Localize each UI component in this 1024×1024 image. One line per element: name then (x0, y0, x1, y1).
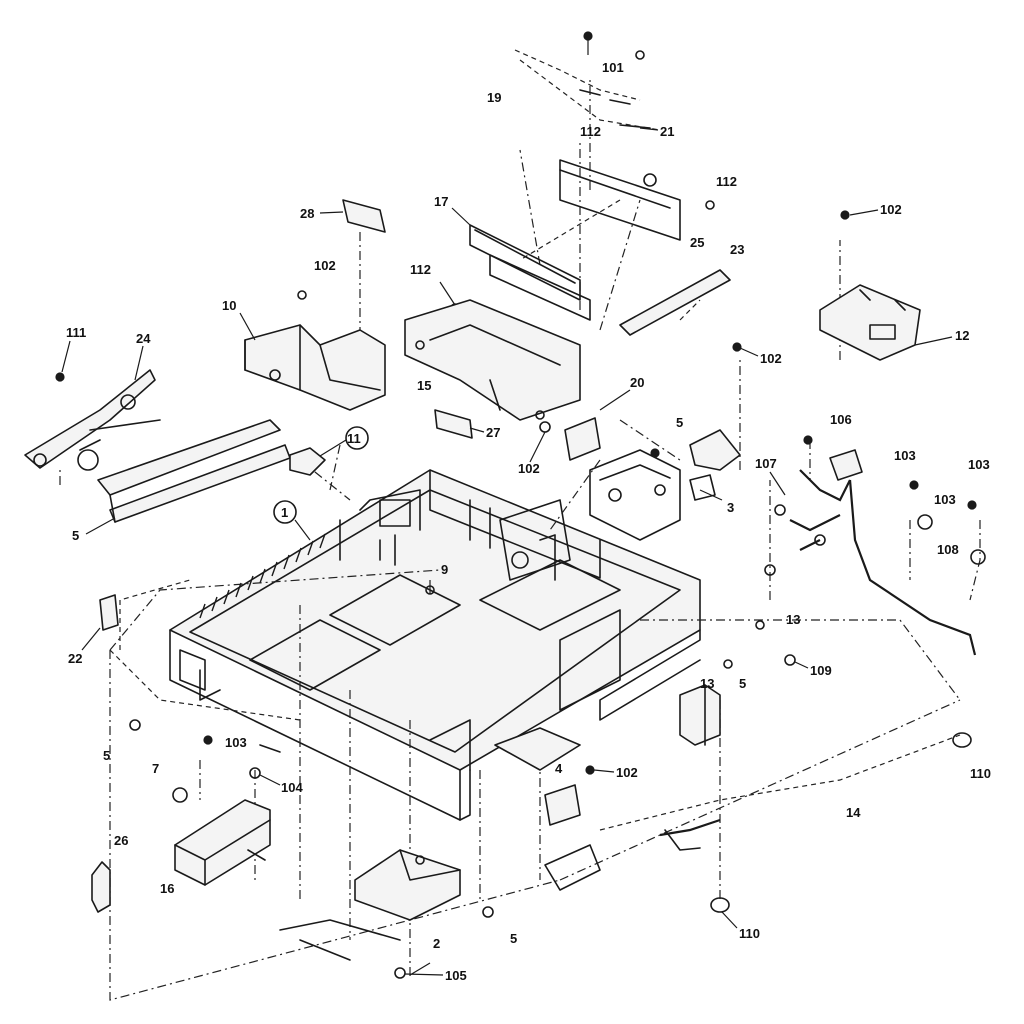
callout-27: 27 (486, 425, 500, 440)
callout-5-left: 5 (72, 528, 79, 543)
callout-103-harness: 103 (894, 448, 916, 463)
callout-28: 28 (300, 206, 314, 221)
rail-5 (97, 419, 291, 523)
callout-22: 22 (68, 651, 82, 666)
callout-105: 105 (445, 968, 467, 983)
callout-23: 23 (730, 242, 744, 257)
callout-1: 1 (281, 505, 288, 520)
callout-20: 20 (630, 375, 644, 390)
callout-9: 9 (441, 562, 448, 577)
callout-16: 16 (160, 881, 174, 896)
callout-26: 26 (114, 833, 128, 848)
callout-3: 3 (727, 500, 734, 515)
callout-5-front: 5 (103, 748, 110, 763)
callout-10: 10 (222, 298, 236, 313)
callout-104: 104 (281, 780, 303, 795)
bracket-4 (494, 727, 601, 891)
cable-14 (599, 732, 972, 913)
base-frame (169, 469, 701, 821)
pad-28 (342, 199, 386, 233)
upper-bracket-assembly (450, 31, 715, 321)
callout-109: 109 (810, 663, 832, 678)
callout-110-right: 110 (970, 766, 991, 781)
callout-13: 13 (786, 612, 800, 627)
callout-24: 24 (136, 331, 151, 346)
box-113 (679, 659, 733, 746)
callout-102-lower: 102 (616, 765, 638, 780)
callout-112-right: 112 (716, 174, 737, 189)
cover-16 (174, 799, 271, 886)
callout-113: 13 (700, 676, 714, 691)
wiring-harness (764, 435, 986, 656)
callout-12: 12 (955, 328, 969, 343)
callout-17: 17 (434, 194, 448, 209)
callout-112-top: 112 (580, 124, 601, 139)
callout-7: 7 (152, 761, 159, 776)
lever-24 (24, 369, 161, 471)
callout-112-left: 112 (410, 262, 431, 277)
callout-102-center: 102 (518, 461, 540, 476)
callout-labels: 1 2 3 4 5 5 5 5 5 7 9 10 11 12 13 13 14 … (61, 60, 991, 983)
callout-5-bottom: 5 (510, 931, 517, 946)
callout-103-far-right: 103 (968, 457, 990, 472)
callout-102-cover: 102 (314, 258, 336, 273)
callout-15: 15 (417, 378, 431, 393)
callout-5-upper: 5 (676, 415, 683, 430)
callout-19: 19 (487, 90, 501, 105)
pad-27 (434, 409, 473, 439)
callout-106: 106 (830, 412, 852, 427)
callout-102-upper-right: 102 (880, 202, 902, 217)
callout-101: 101 (602, 60, 624, 75)
cover-10 (244, 324, 386, 411)
callout-103-mid-right: 103 (934, 492, 956, 507)
plate-12 (819, 284, 921, 361)
callout-111: 111 (66, 325, 86, 340)
callout-103-front: 103 (225, 735, 247, 750)
callout-5-right: 5 (739, 676, 746, 691)
bracket-2 (279, 849, 461, 979)
clip-11 (289, 447, 326, 476)
small-parts (91, 210, 850, 918)
callout-21: 21 (660, 124, 674, 139)
callout-11: 11 (347, 431, 361, 446)
callout-108: 108 (937, 542, 959, 557)
callout-110-bottom: 110 (739, 926, 760, 941)
callout-14: 14 (846, 805, 861, 820)
bracket-15 (404, 299, 581, 421)
callout-2: 2 (433, 936, 440, 951)
callout-4: 4 (555, 761, 563, 776)
strip-23 (619, 269, 731, 336)
callout-107: 107 (755, 456, 777, 471)
mechanism-3 (539, 417, 741, 541)
callout-25: 25 (690, 235, 704, 250)
callout-102-plate: 102 (760, 351, 782, 366)
